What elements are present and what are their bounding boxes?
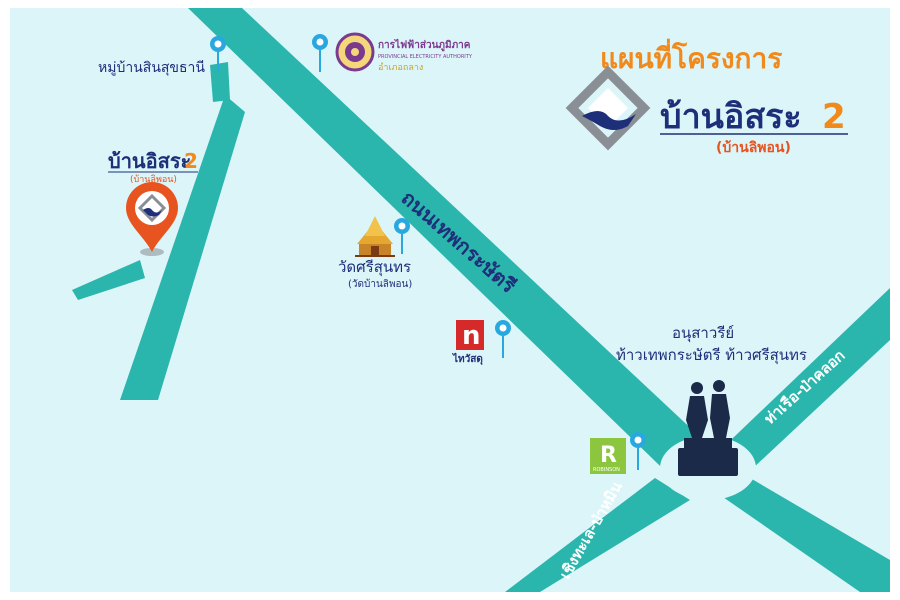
monument-icon <box>678 380 738 476</box>
pea-branch: อำเภอถลาง <box>378 62 423 73</box>
project-pin-name: บ้านอิสระ <box>108 149 191 173</box>
thaiwatsadu-logo-letter: n <box>462 321 481 351</box>
project-pin-number: 2 <box>184 149 198 173</box>
logo-wave-icon <box>582 111 636 130</box>
robinson-logo-icon: R ROBINSON <box>590 438 626 474</box>
logo-diamond-icon <box>565 65 651 151</box>
temple-icon <box>355 216 395 257</box>
temple-sublabel: (วัดบ้านลิพอน) <box>348 278 412 290</box>
pea-logo-icon <box>335 32 375 72</box>
temple-pin-icon[interactable] <box>394 218 410 254</box>
thaiwatsadu-pin-icon[interactable] <box>495 320 511 358</box>
pea-name-en: PROVINCIAL ELECTRICITY AUTHORITY <box>378 54 473 60</box>
side-road-lower <box>120 95 245 400</box>
thaiwatsadu-label: ไทวัสดุ <box>452 352 483 365</box>
side-road-upper <box>210 62 230 102</box>
robinson-logo-letter: R <box>600 443 617 468</box>
monument-label-line2: ท้าวเทพกระษัตรี ท้าวศรีสุนทร <box>616 346 807 365</box>
robinson-pin-icon[interactable] <box>630 432 646 470</box>
brand-logo <box>565 65 651 151</box>
side-road-spur <box>72 260 145 300</box>
project-pin-sub: (บ้านลิพอน) <box>130 174 177 185</box>
monument-label-line1: อนุสาวรีย์ <box>672 324 734 343</box>
brand-subtitle: (บ้านลิพอน) <box>716 140 791 156</box>
pea-name-th: การไฟฟ้าส่วนภูมิภาค <box>378 38 471 52</box>
pea-pin-icon[interactable] <box>312 34 328 72</box>
robinson-logo-name: ROBINSON <box>593 467 620 473</box>
project-location-pin-icon[interactable] <box>126 182 178 256</box>
brand-number: 2 <box>822 97 846 137</box>
village-label: หมู่บ้านสินสุขธานี <box>98 60 205 76</box>
map-title: แผนที่โครงการ <box>600 38 782 75</box>
brand-name: บ้านอิสระ <box>660 97 802 137</box>
temple-label: วัดศรีสุนทร <box>338 258 411 277</box>
main-road-shape <box>188 8 730 495</box>
village-pin-icon[interactable] <box>210 36 226 72</box>
road-choengtalay-shape <box>505 478 690 592</box>
road-tharuea-shape <box>712 288 890 485</box>
roads <box>72 8 890 592</box>
road-southeast-shape <box>720 475 890 592</box>
thaiwatsadu-logo-icon: n <box>456 320 484 351</box>
